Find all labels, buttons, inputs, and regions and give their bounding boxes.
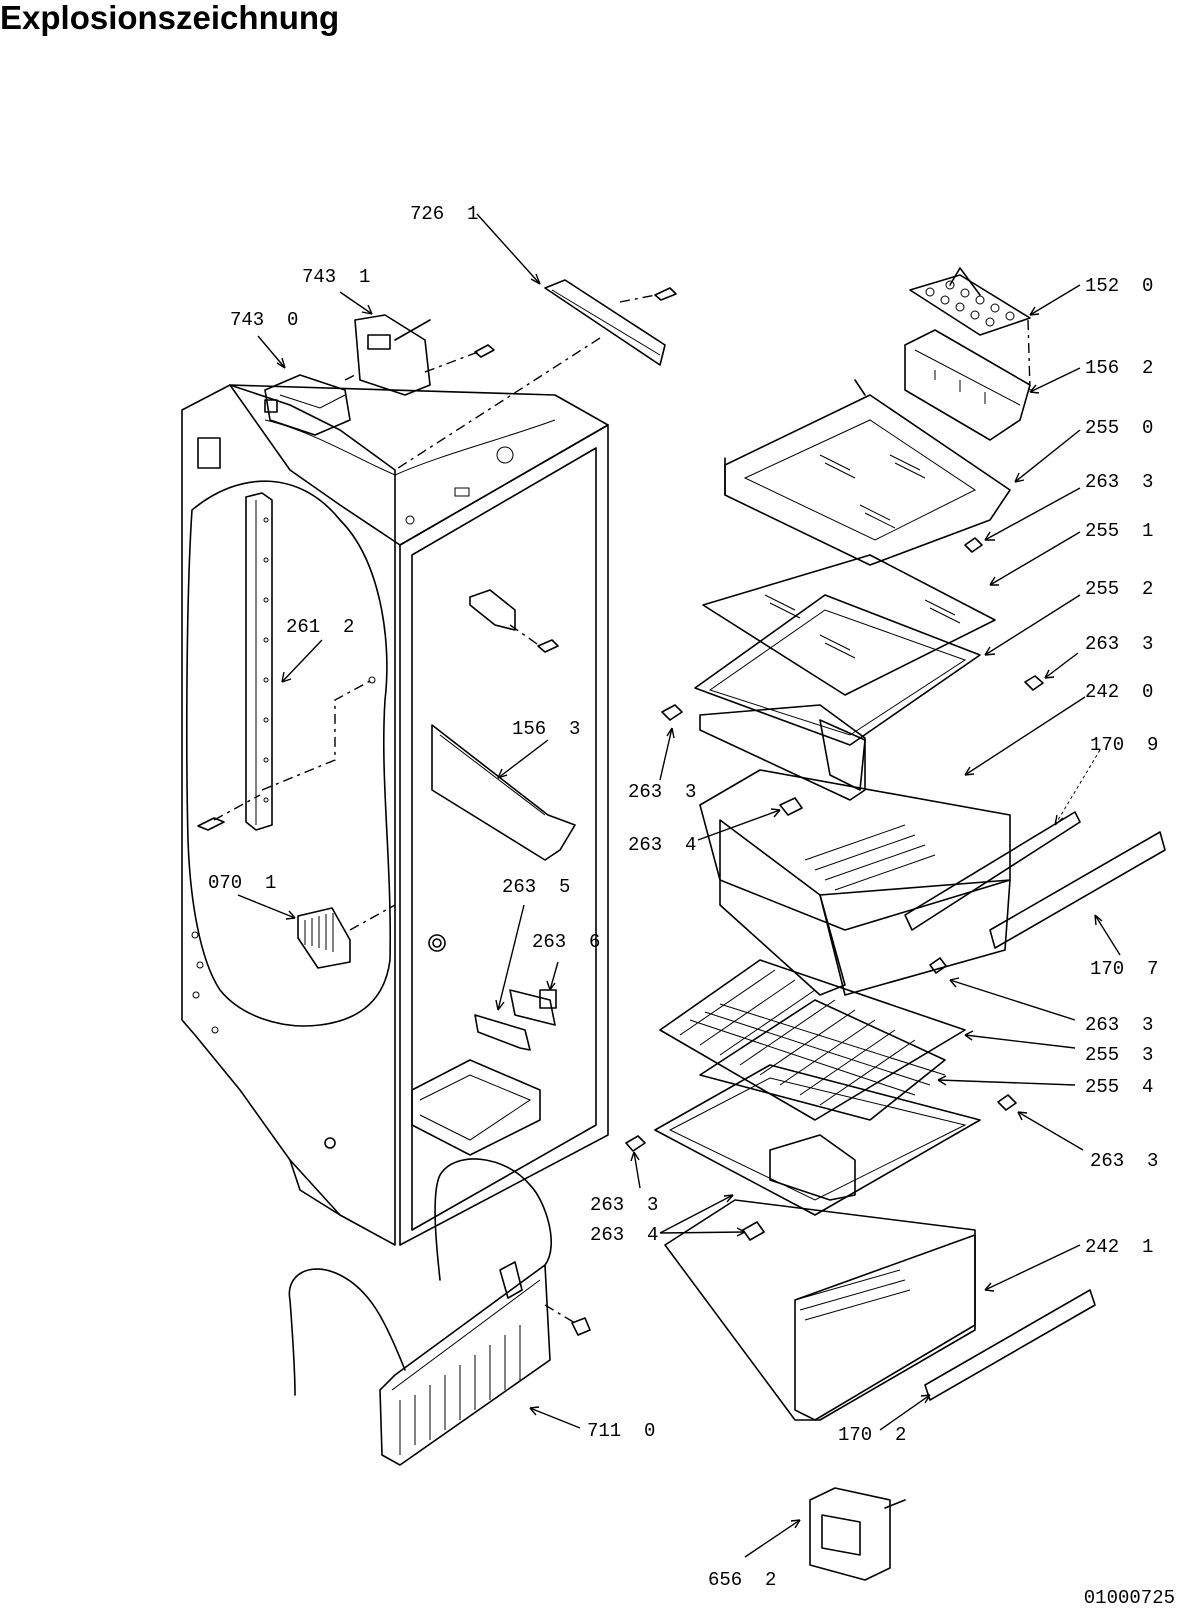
callout-255-2: 255 2	[1085, 578, 1153, 600]
rail-261-2	[197, 492, 373, 831]
document-number: 01000725	[1083, 1587, 1175, 1609]
screw-263-4a	[779, 797, 803, 816]
callout-743-0: 743 0	[230, 309, 298, 331]
control-housing-743	[264, 314, 495, 436]
callout-156-2: 156 2	[1085, 357, 1153, 379]
screw-263-4b	[742, 1221, 765, 1241]
callout-263-3e: 263 3	[1090, 1150, 1158, 1172]
peg-263-3e	[997, 1094, 1017, 1111]
lower-frame	[654, 1064, 981, 1216]
callout-261-2: 261 2	[286, 616, 354, 638]
part-152-0	[909, 267, 1031, 391]
part-156-3	[431, 724, 576, 861]
part-656-2	[809, 1487, 906, 1581]
callout-263-3a: 263 3	[1085, 471, 1153, 493]
callout-255-3: 255 3	[1085, 1044, 1153, 1066]
page-title: Explosionszeichnung	[0, 0, 340, 36]
peg-263-3b	[1024, 675, 1044, 691]
part-242-1	[664, 1199, 976, 1421]
part-255-2	[694, 594, 981, 746]
callout-263-4a: 263 4	[628, 834, 696, 856]
bracket-726-1	[394, 279, 677, 471]
callout-263-3d: 263 3	[1085, 1014, 1153, 1036]
callout-170-2: 170 2	[838, 1424, 906, 1446]
part-255-4	[699, 999, 946, 1121]
callout-743-1: 743 1	[302, 266, 370, 288]
callout-263-6: 263 6	[532, 931, 600, 953]
callout-711-0: 711 0	[587, 1420, 655, 1442]
callout-242-1: 242 1	[1085, 1236, 1153, 1258]
callout-263-3c: 263 3	[628, 781, 696, 803]
callout-255-4: 255 4	[1085, 1076, 1153, 1098]
part-170-7	[989, 831, 1166, 949]
callout-726-1: 726 1	[410, 203, 478, 225]
callout-255-0: 255 0	[1085, 417, 1153, 439]
callout-170-9: 170 9	[1090, 734, 1158, 756]
callout-156-3: 156 3	[512, 718, 580, 740]
callout-255-1: 255 1	[1085, 520, 1153, 542]
part-711-0	[288, 1158, 591, 1466]
callout-263-3f: 263 3	[590, 1194, 658, 1216]
callout-263-4b: 263 4	[590, 1224, 658, 1246]
leader-lines	[237, 213, 1121, 1558]
callout-263-5: 263 5	[502, 876, 570, 898]
callout-170-7: 170 7	[1090, 958, 1158, 980]
callout-242-0: 242 0	[1085, 681, 1153, 703]
part-263-5-6	[474, 989, 557, 1051]
callout-070-1: 070 1	[208, 872, 276, 894]
peg-263-3f	[625, 1135, 646, 1152]
peg-263-3a	[964, 537, 983, 553]
peg-263-3c	[661, 704, 683, 721]
cabinet-liner	[181, 384, 609, 1246]
callout-656-2: 656 2	[708, 1569, 776, 1591]
part-242-0	[699, 704, 1011, 996]
part-170-9	[904, 811, 1081, 931]
callout-263-3b: 263 3	[1085, 633, 1153, 655]
part-156-2	[904, 329, 1031, 441]
callout-labels: 726 1 743 1 743 0 261 2 156 3 070 1 263 …	[208, 203, 1158, 1591]
part-255-1	[702, 554, 996, 696]
part-255-3	[659, 959, 966, 1121]
part-255-0	[724, 379, 1011, 566]
small-bracket	[469, 589, 559, 653]
callout-152-0: 152 0	[1085, 275, 1153, 297]
part-070-1	[297, 904, 396, 969]
peg-263-3d	[929, 957, 947, 974]
